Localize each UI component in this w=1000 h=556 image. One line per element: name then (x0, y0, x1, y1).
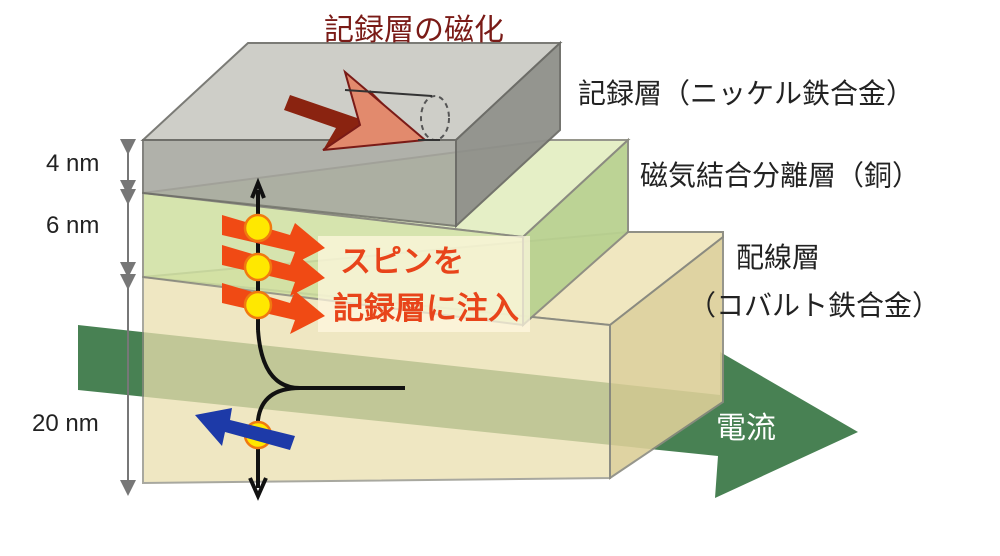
spin-label-background (318, 236, 530, 332)
coupling-layer-label: 磁気結合分離層（銅） (640, 159, 921, 192)
magnetization-arrow (284, 69, 450, 151)
wiring-thickness-label: 20 nm (32, 410, 99, 437)
electron-2 (243, 252, 273, 282)
recording-layer-label: 記録層（ニッケル鉄合金） (578, 77, 915, 110)
current-label: 電流 (716, 411, 776, 446)
electron-3 (243, 290, 273, 320)
spin-label-line2: 記録層に注入 (333, 291, 519, 327)
wiring-layer-label-line2: （コバルト鉄合金） (688, 289, 941, 322)
recording-thickness-label: 4 nm (46, 150, 100, 177)
diagram-title: 記録層の磁化 (324, 13, 504, 48)
electron-1 (243, 213, 273, 243)
reflected-spin-arrow (195, 408, 295, 450)
spin-label-line1: スピンを (340, 244, 464, 280)
coupling-thickness-label: 6 nm (46, 212, 100, 239)
wiring-layer-label-line1: 配線層 (736, 241, 821, 274)
